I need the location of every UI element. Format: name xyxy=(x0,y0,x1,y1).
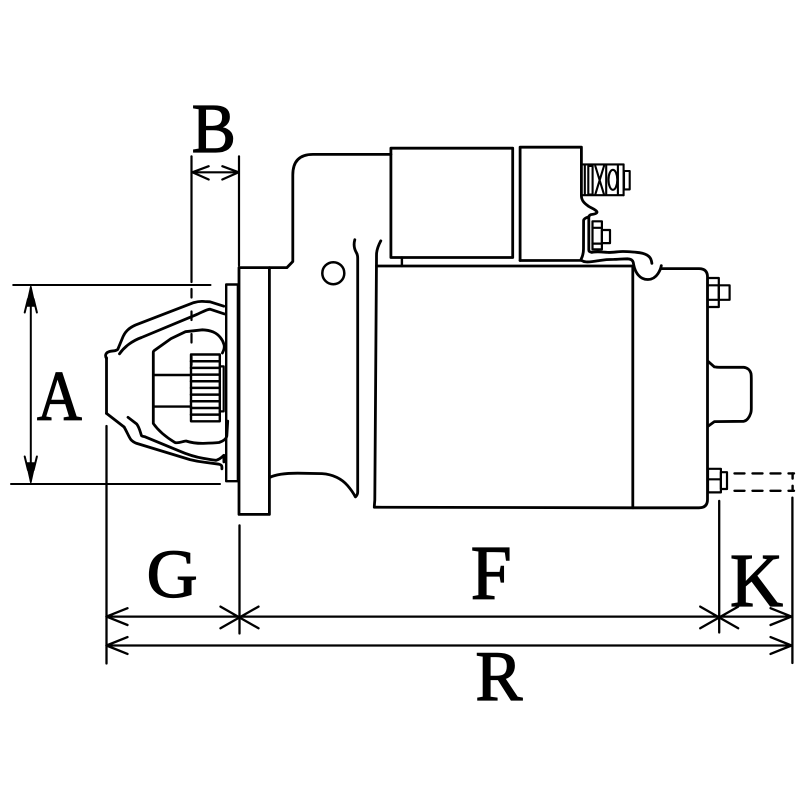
svg-text:F: F xyxy=(471,531,512,616)
svg-text:K: K xyxy=(730,539,783,624)
svg-text:A: A xyxy=(37,358,82,436)
svg-text:B: B xyxy=(192,89,236,167)
svg-text:R: R xyxy=(475,638,523,716)
svg-text:G: G xyxy=(147,537,198,613)
